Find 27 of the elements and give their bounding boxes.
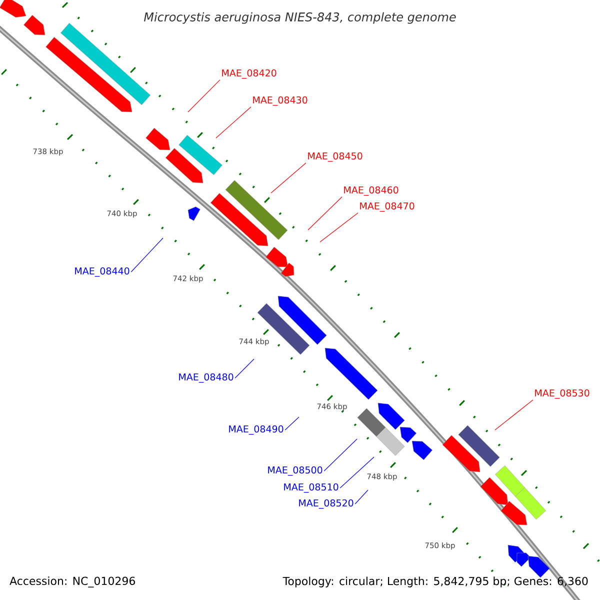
- gene-label: MAE_08480: [179, 373, 234, 383]
- gene-label: MAE_08510: [284, 483, 338, 493]
- leader-line: [216, 106, 252, 138]
- leader-line: [320, 212, 358, 242]
- gene-label: MAE_08420: [222, 69, 276, 79]
- gene-label: MAE_08440: [75, 267, 130, 277]
- leader-line: [308, 196, 342, 230]
- gene-label: MAE_08470: [360, 202, 414, 212]
- accession-text: Accession: NC_010296: [10, 576, 135, 588]
- leader-line: [284, 416, 300, 430]
- leader-line: [188, 80, 220, 112]
- leader-line: [234, 358, 254, 378]
- gene-label: MAE_08530: [535, 389, 590, 399]
- genome-summary-text: Topology: circular; Length: 5,842,795 bp; Genes: 6,360: [282, 576, 588, 588]
- gene-label: MAE_08520: [299, 499, 354, 509]
- gene-label: MAE_08430: [253, 96, 308, 106]
- leader-line: [494, 400, 534, 430]
- gene-label: MAE_08490: [229, 425, 284, 435]
- gene-label: MAE_08460: [344, 186, 398, 196]
- leader-line: [130, 238, 164, 272]
- leader-line: [354, 490, 368, 504]
- gene-label: MAE_08450: [308, 152, 362, 162]
- gene-label: MAE_08500: [268, 466, 322, 476]
- leader-line: [270, 162, 306, 194]
- title: Microcystis aeruginosa NIES-843, complete genome: [144, 12, 456, 24]
- leader-line: [324, 438, 358, 472]
- leader-line: [340, 456, 374, 488]
